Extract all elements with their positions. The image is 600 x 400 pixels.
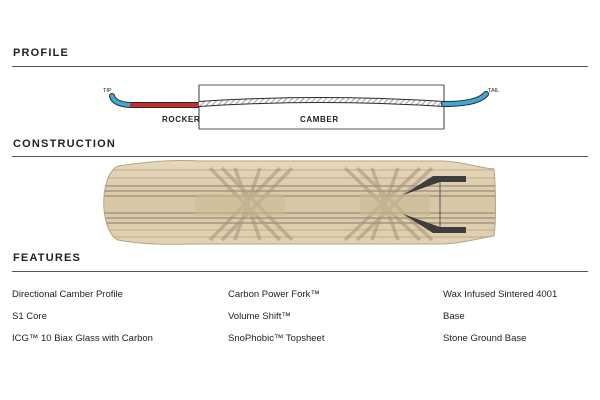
camber-label: CAMBER bbox=[300, 115, 339, 124]
feature-item: Volume Shift™ bbox=[228, 311, 291, 322]
tail-carbon-fork bbox=[403, 176, 466, 233]
profile-divider bbox=[12, 66, 588, 67]
tip-label: TIP bbox=[103, 88, 112, 94]
feature-item: Wax Infused Sintered 4001 bbox=[443, 289, 558, 300]
camber-segment bbox=[198, 98, 445, 106]
board-core bbox=[103, 160, 496, 245]
feature-item: Directional Camber Profile bbox=[12, 289, 123, 300]
profile-diagram: TIP TAIL ROCKER CAMBER bbox=[103, 84, 499, 130]
feature-item: Base bbox=[443, 311, 465, 322]
board-outline bbox=[103, 160, 496, 245]
construction-section-title: CONSTRUCTION bbox=[13, 138, 117, 150]
nose-segment bbox=[110, 94, 132, 107]
feature-item: Stone Ground Base bbox=[443, 333, 527, 344]
tail-segment bbox=[442, 92, 488, 106]
construction-divider bbox=[12, 156, 588, 157]
feature-item: S1 Core bbox=[12, 311, 47, 322]
feature-item: SnoPhobic™ Topsheet bbox=[228, 333, 325, 344]
features-section-title: FEATURES bbox=[13, 252, 82, 264]
feature-item: Carbon Power Fork™ bbox=[228, 289, 320, 300]
feature-item: ICG™ 10 Biax Glass with Carbon bbox=[12, 333, 153, 344]
board-construction-diagram bbox=[103, 160, 496, 245]
tail-label: TAIL bbox=[488, 88, 499, 94]
rocker-label: ROCKER bbox=[162, 115, 200, 124]
profile-section-title: PROFILE bbox=[13, 47, 70, 59]
features-divider bbox=[12, 271, 588, 272]
